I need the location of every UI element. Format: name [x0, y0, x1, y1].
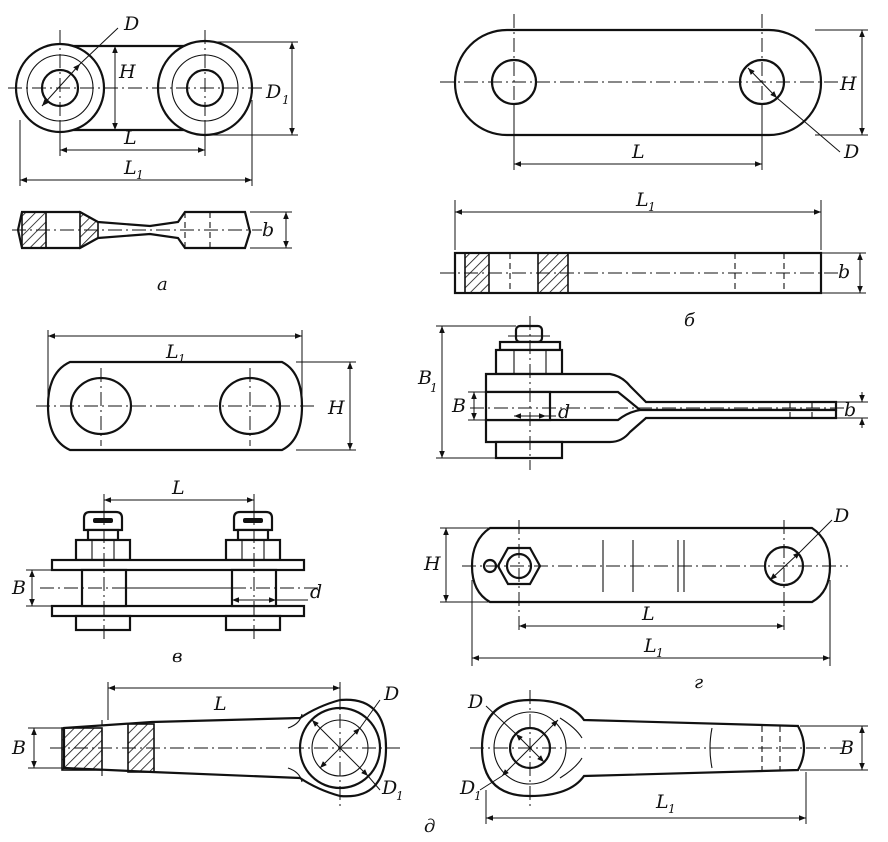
- dim-label-H-g: H: [423, 553, 441, 575]
- dim-label-D-b: D: [843, 141, 859, 163]
- view-v-assembly: L B d в: [11, 477, 322, 667]
- dim-label-D-d2: D: [467, 691, 483, 713]
- dim-label-B1-g: B: [417, 367, 432, 389]
- svg-text:1: 1: [178, 352, 186, 366]
- dim-label-L-b: L: [631, 141, 645, 163]
- dim-label-D: D: [123, 13, 139, 35]
- caption-d: д: [424, 816, 435, 837]
- caption-v: в: [172, 646, 182, 667]
- dim-label-D-g: D: [833, 505, 849, 527]
- dim-label-d-g: d: [558, 401, 570, 423]
- view-b-side: L 1 b б: [440, 189, 866, 331]
- svg-text:1: 1: [474, 789, 482, 803]
- svg-text:1: 1: [656, 646, 664, 660]
- view-a-top: D H D 1 L L 1: [8, 13, 298, 186]
- svg-text:1: 1: [430, 381, 438, 395]
- svg-text:1: 1: [282, 93, 290, 107]
- svg-text:1: 1: [396, 789, 404, 803]
- dim-label-H: H: [118, 61, 136, 83]
- view-g-top: D H L L 1 г: [423, 505, 849, 693]
- dim-label-D1-d2: D: [459, 777, 475, 799]
- caption-a: a: [157, 274, 168, 295]
- dim-label-L-d: L: [213, 693, 227, 715]
- dim-label-L1: L: [123, 157, 137, 179]
- svg-text:1: 1: [668, 802, 676, 816]
- dim-label-L1-b: L: [635, 189, 649, 211]
- caption-b: б: [684, 310, 696, 331]
- view-b-top: D H L: [440, 14, 868, 170]
- caption-g: г: [694, 672, 703, 693]
- dim-label-b: b: [262, 219, 274, 241]
- dim-label-L: L: [123, 127, 137, 149]
- dim-label-d-v: d: [310, 581, 322, 603]
- dim-label-H-b: H: [839, 73, 857, 95]
- svg-text:1: 1: [648, 200, 656, 214]
- dim-label-B-d2: B: [839, 737, 854, 759]
- view-d-right: D D 1 B L 1: [459, 690, 868, 824]
- dim-label-D-d: D: [383, 683, 399, 705]
- dim-label-L1-v: L: [165, 341, 179, 363]
- dim-label-L1-d2: L: [655, 791, 669, 813]
- view-d-left: L B D D 1 д: [11, 682, 435, 837]
- dim-label-L-g: L: [641, 603, 655, 625]
- dim-label-L1-g: L: [643, 635, 657, 657]
- dim-label-b-g: b: [844, 399, 856, 421]
- view-v-top: L 1 H: [36, 330, 356, 452]
- dim-label-D1-d: D: [381, 777, 397, 799]
- dim-label-B-g: B: [451, 395, 466, 417]
- dim-label-H-v: H: [327, 397, 345, 419]
- dim-label-B-v: B: [11, 577, 26, 599]
- dim-label-L-v: L: [171, 477, 185, 499]
- svg-text:1: 1: [136, 168, 144, 182]
- view-g-side: B 1 B d b: [417, 316, 868, 470]
- dim-label-B-d: B: [11, 737, 26, 759]
- view-a-side: b a: [12, 210, 292, 295]
- dim-label-D1: D: [265, 81, 281, 103]
- dim-label-b-b: b: [838, 261, 850, 283]
